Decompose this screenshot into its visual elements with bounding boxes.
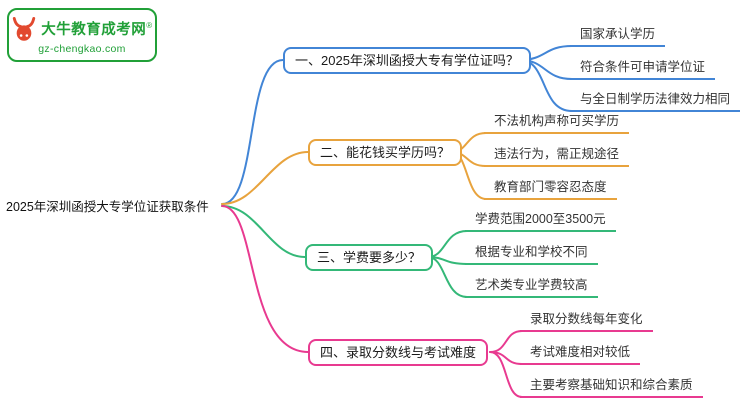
branch-node-1: 一、2025年深圳函授大专有学位证吗？ bbox=[283, 47, 531, 74]
leaf-node: 根据专业和学校不同 bbox=[465, 243, 598, 265]
site-url: gz-chengkao.com bbox=[38, 42, 126, 55]
leaf-node: 与全日制学历法律效力相同 bbox=[570, 90, 741, 112]
leaf-node: 不法机构声称可买学历 bbox=[484, 112, 630, 134]
connector-root-branch3 bbox=[221, 205, 306, 258]
connector-root-branch4 bbox=[221, 205, 309, 353]
leaf-node: 艺术类专业学费较高 bbox=[465, 276, 598, 298]
connector-root-branch1 bbox=[221, 59, 284, 205]
leaf-node: 国家承认学历 bbox=[570, 25, 666, 47]
site-logo: 大牛教育成考网® gz-chengkao.com bbox=[7, 8, 157, 62]
leaf-node: 录取分数线每年变化 bbox=[520, 310, 653, 332]
bull-face bbox=[16, 24, 32, 41]
bull-horn-right bbox=[26, 16, 36, 28]
leaf-node: 学费范围2000至3500元 bbox=[465, 210, 616, 232]
bull-horn-left bbox=[13, 16, 23, 28]
leaf-node: 主要考察基础知识和综合素质 bbox=[520, 376, 703, 398]
branch-node-4: 四、录取分数线与考试难度 bbox=[308, 339, 489, 366]
connector-branch4-leaf3 bbox=[489, 351, 523, 398]
brand-name: 大牛教育成考网® bbox=[41, 18, 152, 39]
root-node: 2025年深圳函授大专学位证获取条件 bbox=[6, 200, 209, 214]
leaf-node: 违法行为，需正规途径 bbox=[484, 145, 630, 167]
bull-nostril-left bbox=[20, 33, 23, 37]
branch-node-3: 三、学费要多少？ bbox=[305, 244, 434, 271]
brand-text: 大牛教育成考网 bbox=[41, 22, 147, 38]
trademark-symbol: ® bbox=[146, 21, 153, 31]
bull-nostril-right bbox=[25, 33, 29, 37]
branch-node-2: 二、能花钱买学历吗？ bbox=[308, 139, 463, 166]
bull-logo-icon bbox=[13, 16, 36, 41]
leaf-node: 教育部门零容忍态度 bbox=[484, 178, 617, 200]
leaf-node: 考试难度相对较低 bbox=[520, 343, 641, 365]
connector-branch4-leaf1 bbox=[489, 330, 523, 353]
connector-branch3-leaf1 bbox=[427, 230, 468, 258]
connector-root-branch2 bbox=[221, 151, 309, 205]
leaf-node: 符合条件可申请学位证 bbox=[570, 58, 716, 80]
